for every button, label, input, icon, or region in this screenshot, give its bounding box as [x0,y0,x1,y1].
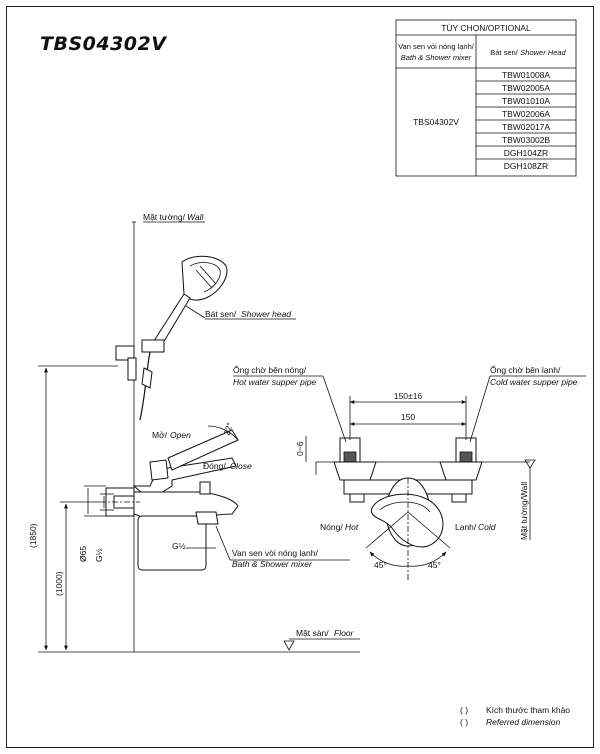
shower-head-model: TBW02005A [502,83,551,93]
table-header-mixer-en: Bath & Shower mixer [401,53,472,62]
table-header-shower-vi: Bát sen/ [490,48,518,57]
offset-dim: 0~6 [295,441,305,456]
table-mixer-model: TBS04302V [413,117,459,127]
options-table: TÙY CHỌN/OPTIONAL Van sen vòi nóng lạnh/… [395,19,577,177]
cold-label-vi: Lạnh/ [455,522,477,532]
legend-text-vi: Kích thước tham khảo [486,705,570,715]
legend-text-en: Referred dimension [486,717,560,727]
open-label-en: Open [170,430,191,440]
mixer-top-view: 0~6 45° 45° Nóng/ Hot [295,436,530,580]
cold-label-en: Cold [478,522,496,532]
spacing-dim: 150 [401,412,415,422]
model-title: TBS04302V [40,33,167,55]
wall-right-label: Mặt tường/Wall [519,482,529,540]
shower-head-model: TBW03002B [502,135,551,145]
floor-label-vi: Mặt sàn/ [296,628,329,638]
legend-paren-2: ( ) [460,717,468,727]
mixer-side-view: 22° Mở/ Open Đóng/ Close G½ Van sen vòi … [100,421,350,571]
mixer-label-vi: Van sen vòi nóng lạnh/ [232,548,318,558]
angle-22-label: 22° [221,421,234,436]
diameter-65-dim: Ø65 [78,546,88,562]
shower-head-model: TBW01008A [502,70,551,80]
shower-head-model: TBW02006A [502,109,551,119]
shower-head-model: DGH104ZR [504,148,548,158]
hot-pipe-label-en: Hot water supper pipe [233,377,316,387]
horizontal-dimensions: 150±16 150 [349,391,467,440]
angle-45-left: 45° [374,560,387,570]
shower-head-label-en: Shower head [241,309,291,319]
cold-pipe-label-vi: Ống chờ bên lạnh/ [490,364,561,375]
open-label-vi: Mở/ [152,430,168,440]
floor-line: Mặt sàn/ Floor [38,628,360,653]
vertical-dimensions: (1850) (1000) Ø65 G½ [28,365,118,651]
angle-45-right: 45° [428,560,441,570]
hot-label-en: Hot [345,522,359,532]
shower-head-model: TBW02017A [502,122,551,132]
table-header-mixer-vi: Van sen vòi nóng lạnh/ [398,42,475,51]
height-mixer-dim: (1000) [54,571,64,596]
height-total-dim: (1850) [28,523,38,548]
spacing-tolerance-dim: 150±16 [394,391,423,401]
shower-head-model: TBW01010A [502,96,551,106]
floor-label-en: Floor [334,628,355,638]
wall-marker-right: Mặt tường/Wall [519,459,536,540]
shower-head-list: TBW01008A TBW02005A TBW01010A TBW02006A TBW0… [502,70,551,171]
wall-line: Mặt tường/ Wall [132,212,205,652]
close-label-vi: Đóng/ [203,461,226,471]
hot-label-vi: Nóng/ [320,522,343,532]
hot-pipe-label-vi: Ống chờ bên nóng/ [233,364,307,375]
pipe-callouts: Ống chờ bên nóng/ Hot water supper pipe … [233,364,586,443]
drawing-frame [6,6,594,748]
close-label-en: Close [230,461,252,471]
wall-label-en: Wall [187,212,204,222]
g-half-bottom-label: G½ [172,541,186,551]
mixer-label-en: Bath & Shower mixer [232,559,313,569]
table-title: TÙY CHỌN/OPTIONAL [441,23,531,33]
table-header-shower-en: Shower Head [520,48,566,57]
shower-head-assembly: Bát sen/ Shower head [115,255,296,421]
shower-head-label-vi: Bát sen/ [205,309,237,319]
wall-label-vi: Mặt tường/ [143,212,186,222]
legend-paren-1: ( ) [460,705,468,715]
reference-legend: ( ) Kích thước tham khảo ( ) Referred di… [460,705,570,727]
g-half-side-label: G½ [94,548,104,562]
cold-pipe-label-en: Cold water supper pipe [490,377,578,387]
shower-head-model: DGH108ZR [504,161,548,171]
